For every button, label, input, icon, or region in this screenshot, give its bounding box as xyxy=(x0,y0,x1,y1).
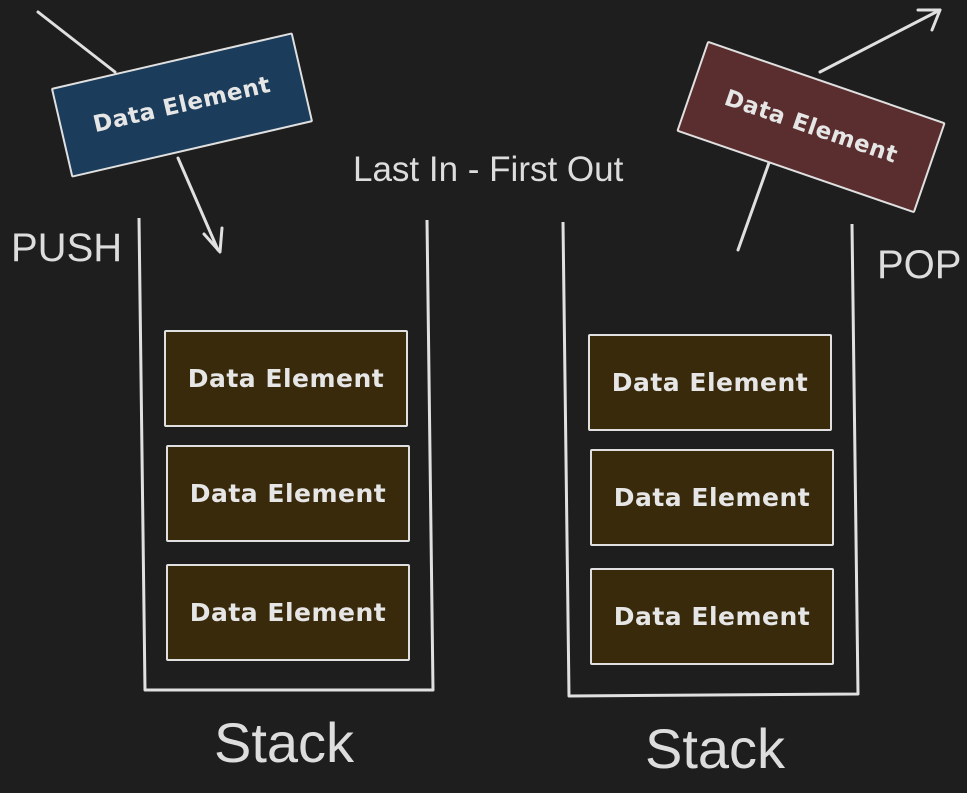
pop-arrow-tail xyxy=(736,158,772,252)
pop-arrow-shaft xyxy=(818,8,942,74)
left-stack-label: Stack xyxy=(214,711,355,774)
push-arrow-shaft xyxy=(176,156,220,252)
push-label: PUSH xyxy=(11,226,123,270)
push-arrow-head xyxy=(202,226,224,254)
pop-label: POP xyxy=(877,243,962,287)
left-stack-item: Data Element xyxy=(166,564,410,661)
right-stack-item: Data Element xyxy=(590,568,834,665)
right-stack-item: Data Element xyxy=(588,334,832,431)
right-stack-label: Stack xyxy=(645,717,786,780)
pop-arrow-head xyxy=(916,8,942,32)
diagram-title: Last In - First Out xyxy=(353,150,624,189)
left-stack-item: Data Element xyxy=(166,445,410,542)
right-stack-item: Data Element xyxy=(590,449,834,546)
right-stack-container xyxy=(561,221,860,698)
left-stack-item: Data Element xyxy=(164,330,408,427)
left-stack-container xyxy=(137,217,435,692)
push-arrow-tail xyxy=(36,10,117,74)
